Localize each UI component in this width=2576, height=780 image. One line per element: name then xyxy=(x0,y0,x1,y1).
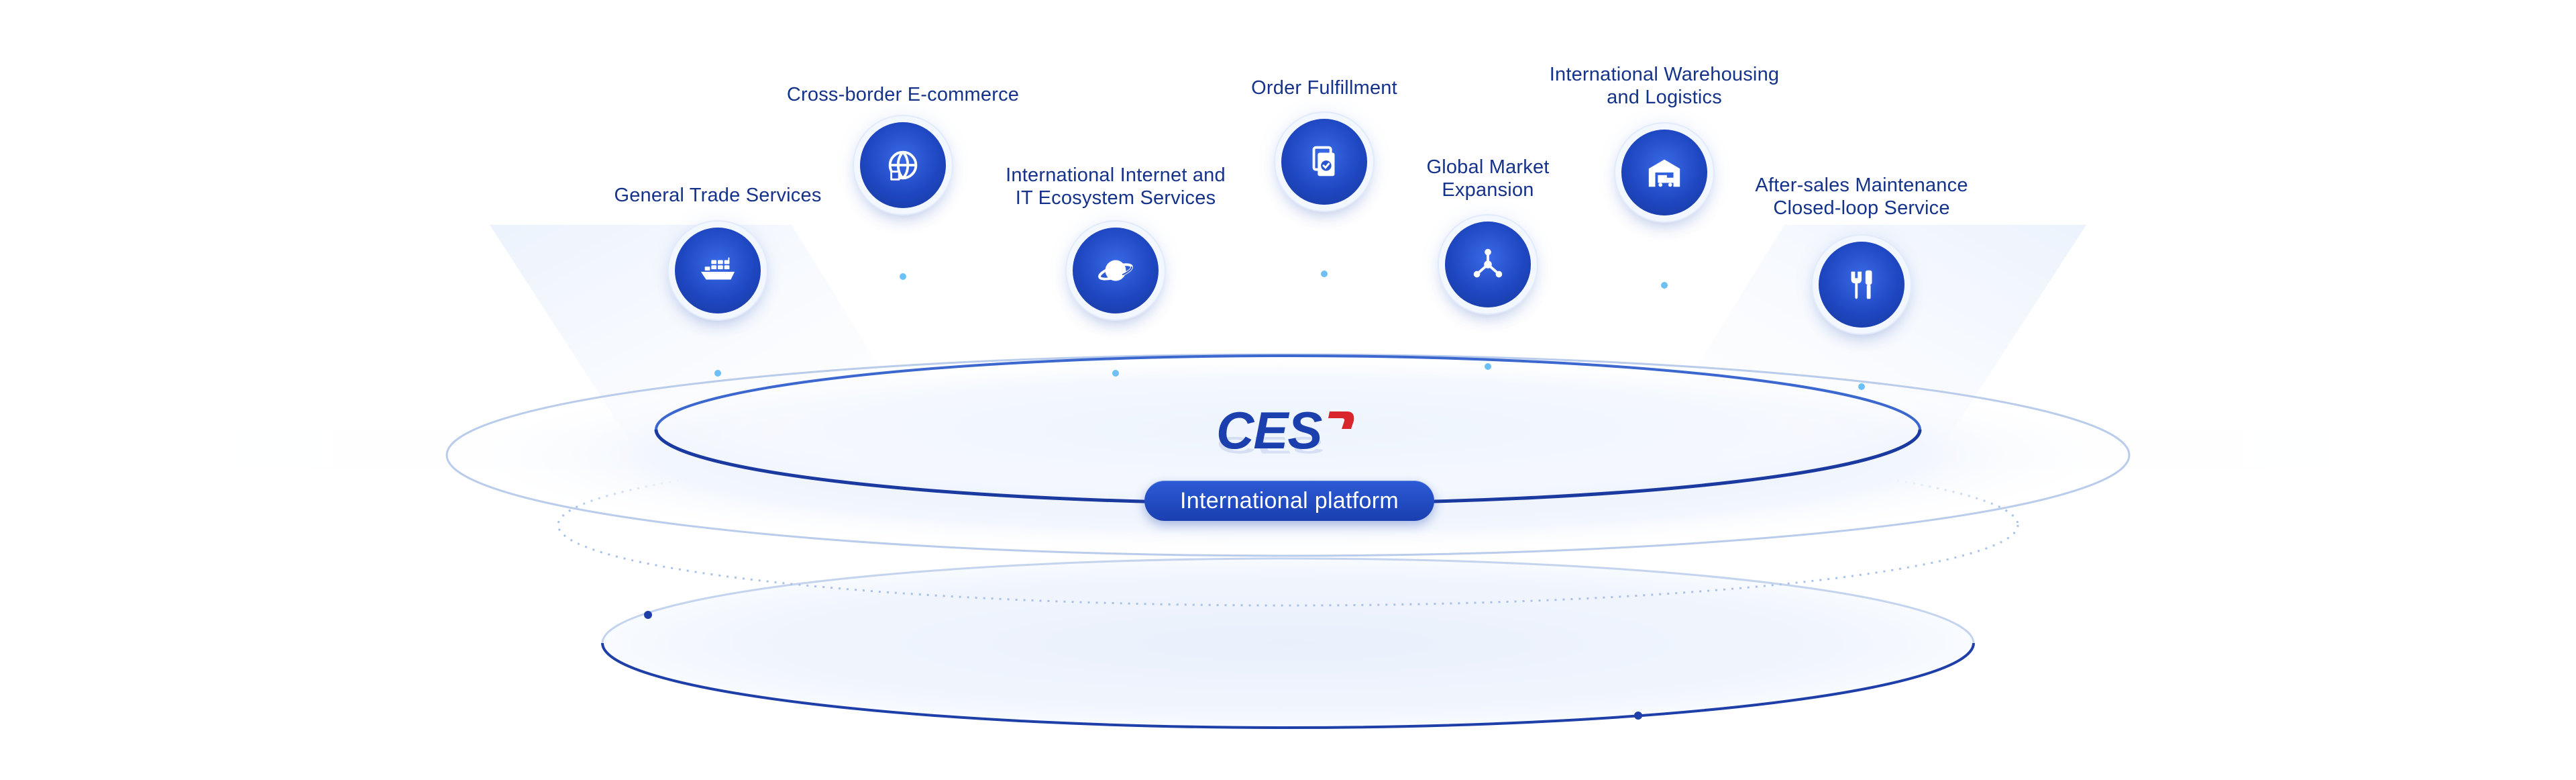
ces-logo: CES xyxy=(1216,404,1322,456)
ces-logo-reflection: CES xyxy=(1216,432,1324,458)
ces-logo-mark-icon xyxy=(1328,411,1354,429)
service-node-fulfillment[interactable] xyxy=(1281,119,1367,205)
service-label-after-sales: After-sales Maintenance Closed-loop Serv… xyxy=(1755,175,1968,219)
service-label-cross-border: Cross-border E-commerce xyxy=(786,84,1020,105)
orbit-dot-left xyxy=(644,611,652,619)
connector-dot-warehousing xyxy=(1661,282,1668,289)
globe-icon xyxy=(883,146,922,185)
connector-dot-after-sales xyxy=(1858,383,1865,390)
bottom-ring-front-arc xyxy=(601,642,1975,729)
service-label-fulfillment: Order Fulfillment xyxy=(1251,77,1397,99)
service-label-internet-it: International Internet and IT Ecosystem … xyxy=(1006,164,1226,209)
service-node-cross-border[interactable] xyxy=(860,122,946,208)
orbit-dot-right xyxy=(1634,712,1642,720)
service-node-internet-it[interactable] xyxy=(1073,228,1159,313)
warehouse-truck-icon xyxy=(1645,153,1684,192)
ces-logo-text: CES xyxy=(1216,401,1322,460)
bottom-disc xyxy=(602,558,1974,728)
service-label-market-expansion: Global Market Expansion xyxy=(1426,156,1550,201)
document-check-icon xyxy=(1305,142,1344,181)
planet-icon xyxy=(1096,251,1135,290)
connector-dot-internet-it xyxy=(1112,370,1119,377)
service-node-warehousing[interactable] xyxy=(1621,130,1707,215)
service-label-warehousing: International Warehousing and Logistics xyxy=(1549,64,1780,108)
platform-label: International platform xyxy=(1144,481,1434,521)
service-label-general-trade: General Trade Services xyxy=(614,185,822,206)
service-node-after-sales[interactable] xyxy=(1819,242,1904,328)
connector-lines xyxy=(714,207,1865,550)
connector-dot-general-trade xyxy=(714,370,721,377)
connector-dot-fulfillment xyxy=(1321,271,1328,277)
connector-dot-market-expansion xyxy=(1485,363,1491,370)
connector-dot-cross-border xyxy=(900,273,906,280)
tools-icon xyxy=(1842,265,1881,304)
inner-disc xyxy=(656,356,1920,503)
service-node-market-expansion[interactable] xyxy=(1445,222,1531,307)
service-node-general-trade[interactable] xyxy=(675,228,761,313)
network-nodes-icon xyxy=(1468,245,1507,284)
cargo-ship-icon xyxy=(698,251,737,290)
